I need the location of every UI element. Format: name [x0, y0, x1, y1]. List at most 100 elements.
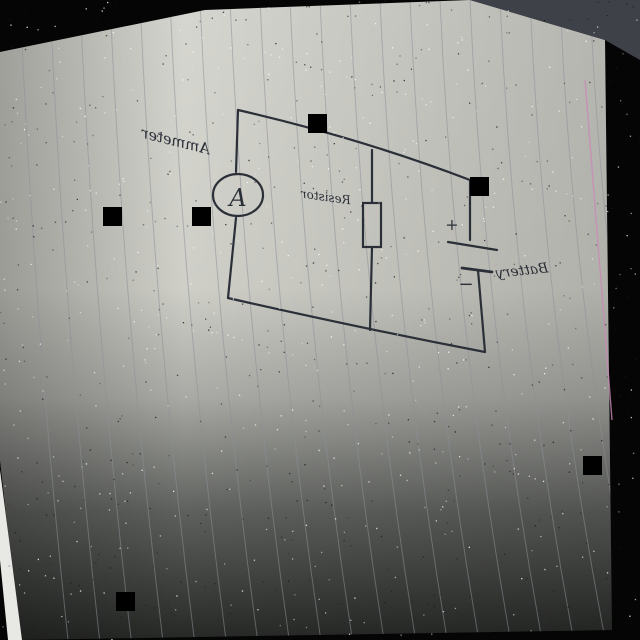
- noise-speck: [88, 165, 90, 167]
- noise-speck: [10, 24, 12, 26]
- noise-speck: [17, 457, 19, 459]
- noise-speck: [131, 89, 133, 91]
- noise-speck: [148, 326, 150, 328]
- noise-speck: [606, 506, 608, 508]
- noise-speck: [399, 55, 401, 57]
- noise-speck: [618, 511, 620, 513]
- resistor-symbol: [361, 201, 383, 249]
- noise-speck: [543, 19, 546, 22]
- noise-speck: [3, 369, 5, 371]
- noise-speck: [204, 586, 206, 588]
- ruled-line: [409, 0, 480, 640]
- noise-speck: [546, 188, 548, 190]
- noise-speck: [158, 309, 160, 311]
- noise-speck: [117, 420, 119, 423]
- noise-speck: [567, 347, 569, 349]
- occlusion-square: [192, 207, 211, 226]
- noise-speck: [174, 614, 176, 617]
- noise-speck: [451, 530, 453, 532]
- noise-speck: [626, 235, 628, 237]
- noise-speck: [508, 32, 510, 34]
- noise-speck: [589, 396, 591, 398]
- noise-speck: [418, 366, 420, 368]
- noise-speck: [162, 303, 164, 305]
- noise-speck: [154, 220, 157, 223]
- noise-speck: [569, 19, 571, 21]
- noise-speck: [484, 463, 486, 465]
- noise-speck: [597, 1, 600, 3]
- noise-speck: [491, 424, 493, 426]
- noise-speck: [217, 67, 219, 69]
- noise-speck: [45, 103, 47, 105]
- noise-speck: [224, 563, 226, 565]
- noise-speck: [261, 280, 263, 282]
- noise-speck: [211, 332, 213, 334]
- noise-speck: [350, 545, 352, 547]
- noise-speck: [507, 10, 509, 12]
- noise-speck: [5, 358, 7, 360]
- noise-speck: [266, 206, 268, 208]
- noise-speck: [423, 319, 425, 321]
- noise-speck: [167, 173, 169, 175]
- noise-speck: [74, 179, 76, 181]
- noise-speck: [109, 567, 111, 569]
- noise-speck: [208, 301, 210, 304]
- noise-speck: [11, 121, 13, 123]
- occlusion-square: [103, 207, 122, 226]
- noise-speck: [619, 395, 621, 397]
- noise-speck: [375, 23, 377, 25]
- noise-speck: [350, 211, 352, 213]
- ruled-line: [559, 0, 612, 640]
- noise-speck: [321, 41, 323, 43]
- noise-speck: [61, 135, 64, 138]
- noise-speck: [591, 258, 594, 260]
- noise-speck: [84, 115, 86, 118]
- ruled-line: [349, 0, 417, 640]
- noise-speck: [338, 603, 340, 605]
- noise-speck: [162, 63, 164, 65]
- noise-speck: [506, 32, 508, 34]
- noise-speck: [0, 201, 2, 203]
- noise-speck: [456, 362, 458, 364]
- noise-speck: [412, 380, 414, 382]
- noise-speck: [119, 418, 121, 420]
- noise-speck: [2, 626, 4, 628]
- noise-speck: [329, 275, 331, 277]
- noise-speck: [587, 18, 589, 20]
- noise-speck: [53, 188, 55, 190]
- noise-speck: [153, 607, 156, 609]
- noise-speck: [61, 615, 63, 618]
- noise-speck: [305, 265, 308, 267]
- noise-speck: [433, 605, 435, 608]
- noise-speck: [199, 522, 202, 525]
- noise-speck: [607, 194, 609, 196]
- noise-speck: [445, 500, 447, 502]
- noise-speck: [169, 151, 171, 153]
- noise-speck: [534, 439, 536, 441]
- noise-speck: [363, 622, 365, 624]
- noise-speck: [254, 173, 256, 175]
- noise-speck: [211, 472, 214, 475]
- noise-speck: [431, 633, 433, 635]
- noise-speck: [31, 630, 34, 632]
- noise-speck: [488, 16, 491, 18]
- noise-speck: [316, 33, 318, 35]
- noise-speck: [108, 23, 110, 26]
- noise-speck: [222, 113, 225, 116]
- noise-speck: [500, 162, 503, 164]
- noise-speck: [7, 217, 9, 219]
- noise-speck: [197, 302, 200, 304]
- noise-speck: [428, 308, 430, 310]
- noise-speck: [25, 123, 27, 125]
- noise-speck: [387, 568, 389, 571]
- noise-speck: [267, 7, 270, 9]
- noise-speck: [569, 463, 571, 465]
- noise-speck: [499, 443, 501, 445]
- noise-speck: [629, 135, 632, 137]
- noise-speck: [524, 255, 526, 257]
- noise-speck: [580, 198, 582, 200]
- noise-speck: [44, 575, 47, 577]
- noise-speck: [393, 80, 395, 82]
- noise-speck: [531, 114, 533, 116]
